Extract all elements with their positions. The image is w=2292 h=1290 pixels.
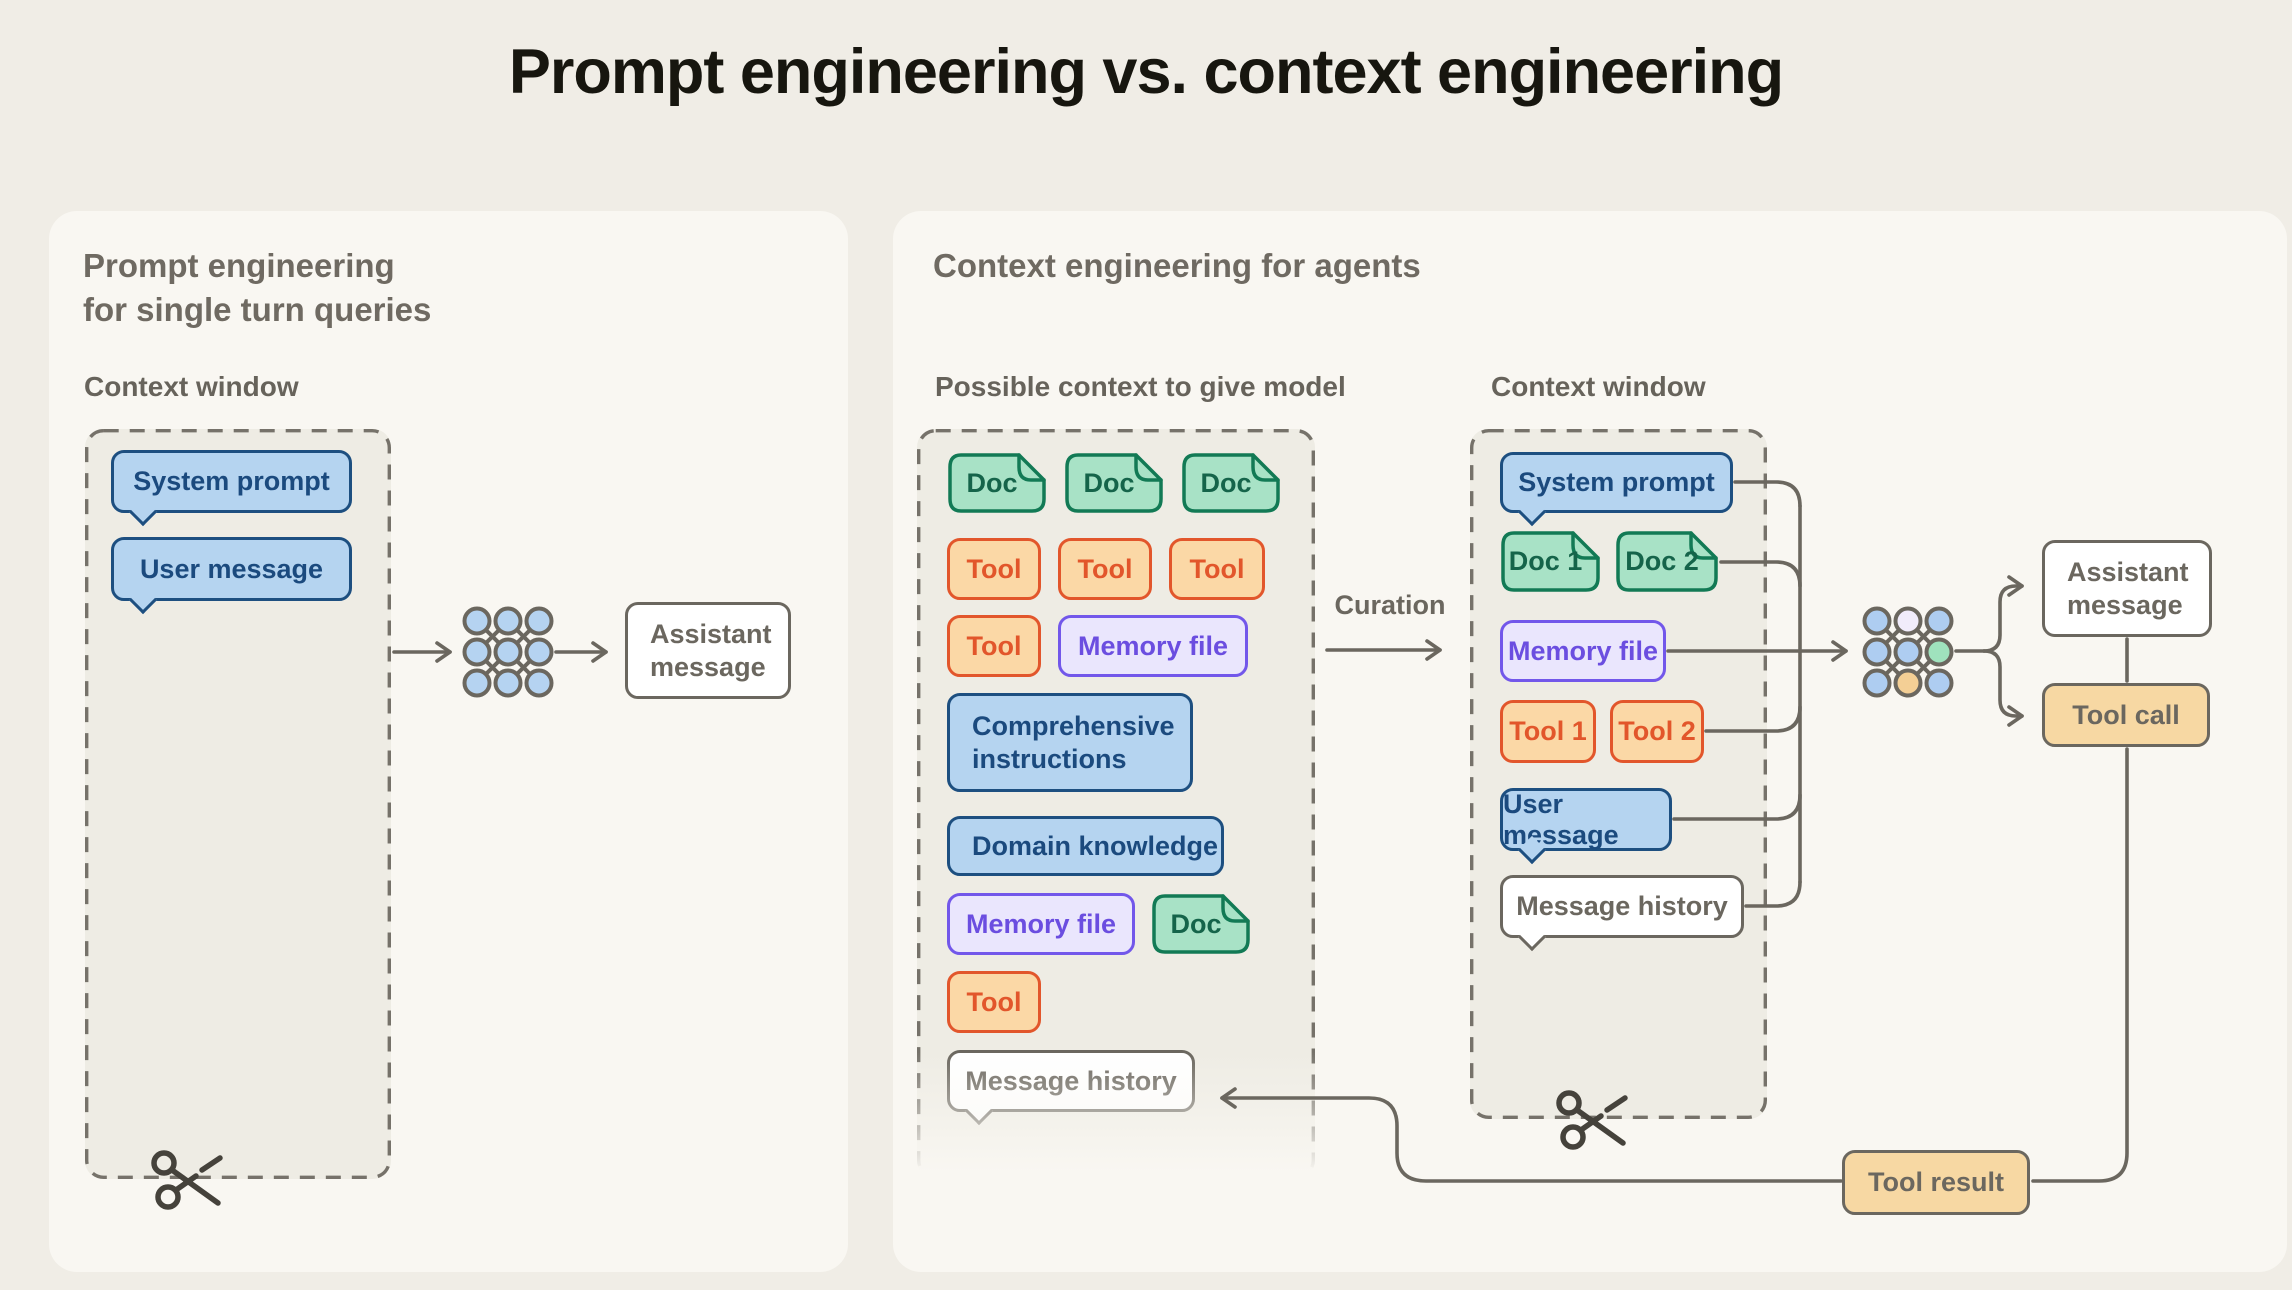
cw-user-message-bubble: User message <box>1500 788 1672 851</box>
memory-file-label: Memory file <box>965 908 1117 939</box>
tool-item-3: Tool <box>1169 538 1265 600</box>
fade-overlay <box>905 1052 1329 1187</box>
memory-file-item-2: Memory file <box>947 893 1135 955</box>
domain-knowledge-item: Domain knowledge <box>947 816 1224 876</box>
model-icon-agent <box>1862 606 1954 698</box>
system-prompt-bubble: System prompt <box>111 450 352 513</box>
domain-knowledge-label: Domain knowledge <box>972 830 1219 861</box>
doc-label: Doc 1 <box>1508 546 1583 576</box>
system-prompt-label: System prompt <box>133 466 330 496</box>
comprehensive-instructions-label: Comprehensive instructions <box>972 710 1175 774</box>
memory-file-label: Memory file <box>1077 630 1229 661</box>
message-history-label: Message history <box>1516 891 1728 921</box>
cw-doc2: Doc 2 <box>1615 530 1719 593</box>
assistant-message-label-right: Assistant message <box>2067 556 2189 620</box>
doc-item-3: Doc <box>1181 452 1281 514</box>
doc-label: Doc <box>966 467 1018 498</box>
tool-result-box: Tool result <box>1842 1150 2030 1215</box>
cw-doc1: Doc 1 <box>1500 530 1601 593</box>
tool-label: Tool <box>1189 553 1245 584</box>
right-panel-heading: Context engineering for agents <box>933 247 1421 284</box>
tool-call-box: Tool call <box>2042 683 2210 747</box>
cw-system-prompt-bubble: System prompt <box>1500 452 1733 513</box>
tool-item-2: Tool <box>1058 538 1152 600</box>
doc-label: Doc <box>1083 467 1135 498</box>
user-message-label: User message <box>1503 788 1619 850</box>
comprehensive-instructions-item: Comprehensive instructions <box>947 693 1193 792</box>
tool-label: Tool <box>966 986 1022 1017</box>
tool-label: Tool <box>1077 553 1133 584</box>
doc-item-1: Doc <box>947 452 1047 514</box>
tool-label: Tool 1 <box>1509 716 1587 746</box>
tool-call-label: Tool call <box>2072 699 2180 730</box>
system-prompt-label: System prompt <box>1518 467 1715 497</box>
assistant-message-box-left: Assistant message <box>625 602 791 699</box>
scissors-icon-left <box>151 1150 223 1210</box>
assistant-message-box-right: Assistant message <box>2042 540 2212 637</box>
tool-label: Tool <box>966 553 1022 584</box>
tool-item-5: Tool <box>947 971 1041 1033</box>
tool-result-label: Tool result <box>1867 1167 2004 1197</box>
user-message-label: User message <box>139 553 324 584</box>
doc-label: Doc <box>1170 908 1222 939</box>
tool-label: Tool 2 <box>1618 716 1696 746</box>
left-context-window-label: Context window <box>84 371 299 402</box>
left-panel-heading: Prompt engineering for single turn queri… <box>83 247 432 329</box>
memory-file-item-1: Memory file <box>1058 615 1248 677</box>
scissors-icon-right <box>1556 1090 1628 1150</box>
cw-message-history-bubble: Message history <box>1500 875 1744 938</box>
user-message-bubble: User message <box>111 537 352 601</box>
doc-item-2: Doc <box>1064 452 1164 514</box>
cw-tool1: Tool 1 <box>1500 700 1596 763</box>
tool-item-4: Tool <box>947 615 1041 677</box>
model-icon <box>462 606 554 698</box>
tool-item-1: Tool <box>947 538 1041 600</box>
page-title: Prompt engineering vs. context engineeri… <box>508 37 1784 107</box>
tool-label: Tool <box>966 630 1022 661</box>
right-context-window-label: Context window <box>1491 371 1706 402</box>
curation-label: Curation <box>1334 590 1446 620</box>
assistant-message-label-left: Assistant message <box>650 618 772 682</box>
cw-memory-file: Memory file <box>1500 620 1666 682</box>
cw-tool2: Tool 2 <box>1610 700 1704 763</box>
doc-label: Doc 2 <box>1625 546 1699 576</box>
memory-file-label: Memory file <box>1507 635 1659 666</box>
doc-label: Doc <box>1200 467 1252 498</box>
doc-item-4: Doc <box>1151 893 1251 955</box>
possible-context-label: Possible context to give model <box>935 371 1346 402</box>
